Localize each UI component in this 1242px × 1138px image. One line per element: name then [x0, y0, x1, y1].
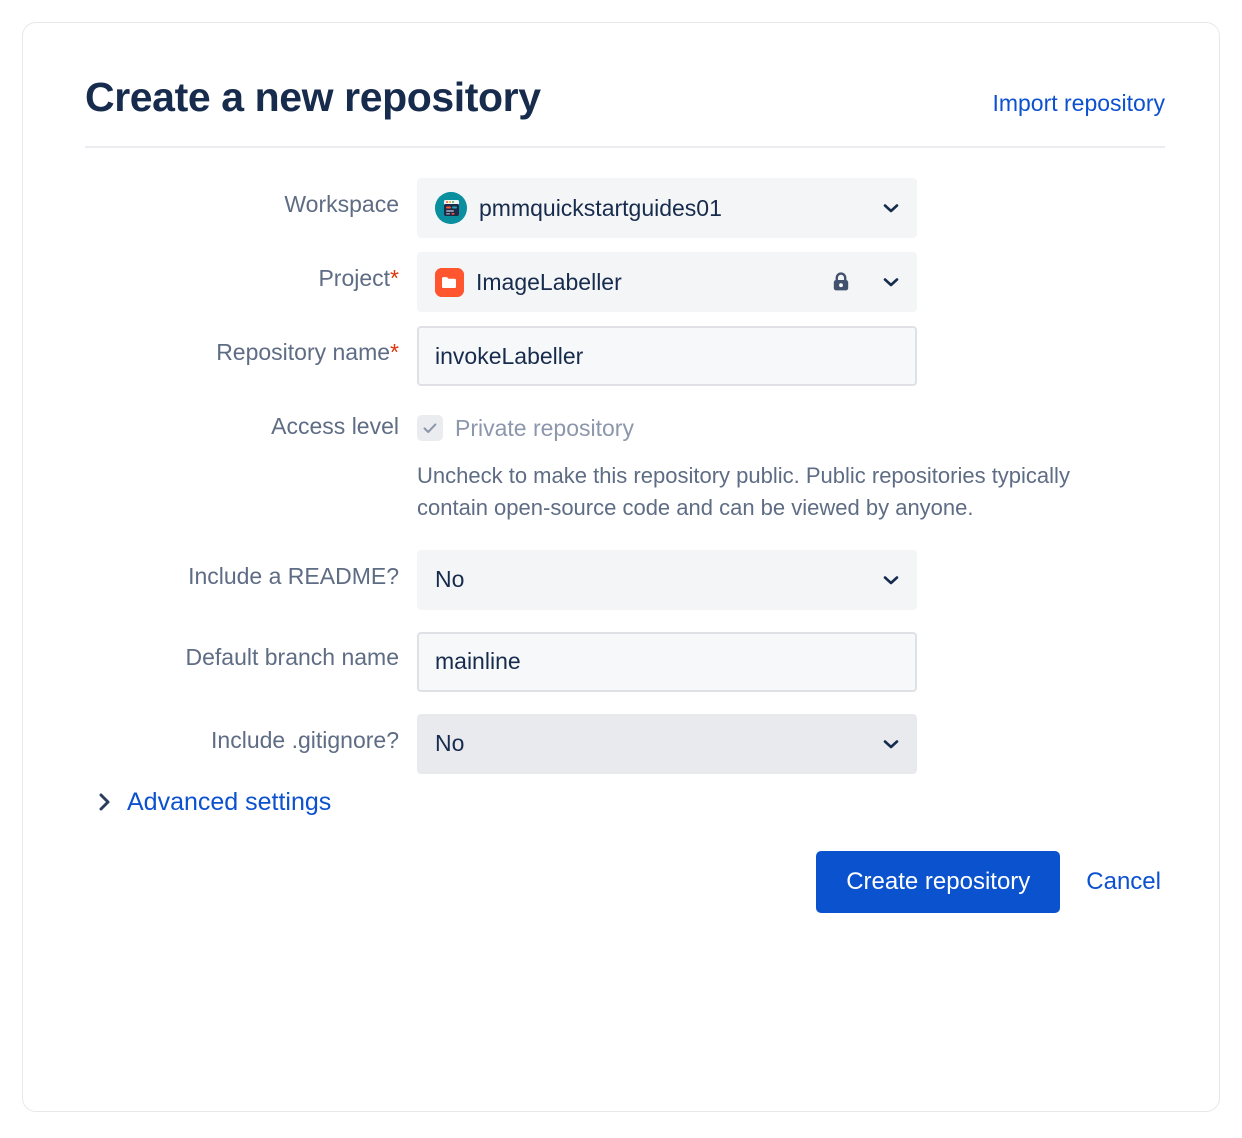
workspace-select[interactable]: pmmquickstartguides01 [417, 178, 917, 239]
include-gitignore-value: No [435, 730, 465, 757]
checkmark-icon [423, 423, 437, 434]
include-readme-value: No [435, 566, 465, 593]
repository-name-required-asterisk: * [390, 339, 399, 366]
form-row-include-readme: Include a README? No [85, 549, 1165, 610]
project-label: Project* [85, 252, 417, 293]
default-branch-label: Default branch name [185, 643, 399, 670]
form-row-project: Project* ImageLabeller [85, 252, 1165, 313]
workspace-avatar-icon [435, 192, 467, 225]
form-row-access-level: Access level Private repository Uncheck … [85, 400, 1165, 524]
project-select[interactable]: ImageLabeller [417, 252, 917, 313]
page-title: Create a new repository [85, 74, 541, 120]
include-readme-label: Include a README? [188, 562, 399, 589]
project-value: ImageLabeller [476, 268, 622, 295]
cancel-button[interactable]: Cancel [1082, 868, 1165, 896]
private-repository-checkbox-row[interactable]: Private repository [417, 400, 1165, 446]
form-row-include-gitignore: Include .gitignore? No [85, 713, 1165, 774]
chevron-down-icon [883, 278, 899, 287]
repository-name-label: Repository name* [85, 326, 417, 367]
chevron-down-icon [883, 204, 899, 213]
form-row-workspace: Workspace [85, 178, 1165, 239]
project-label-text: Project [318, 265, 391, 292]
advanced-settings-toggle[interactable]: Advanced settings [97, 788, 331, 817]
chevron-down-icon [883, 740, 899, 749]
repository-name-input[interactable] [417, 326, 917, 387]
access-level-label: Access level [271, 413, 399, 440]
default-branch-input[interactable] [417, 631, 917, 692]
project-required-asterisk: * [390, 265, 399, 292]
chevron-right-icon [99, 793, 110, 811]
create-repository-button[interactable]: Create repository [816, 850, 1061, 913]
form-row-repository-name: Repository name* [85, 326, 1165, 387]
chevron-down-icon [883, 576, 899, 585]
private-repository-checkbox-label: Private repository [455, 414, 634, 441]
include-gitignore-label: Include .gitignore? [211, 726, 399, 753]
access-level-help-text: Uncheck to make this repository public. … [417, 463, 1070, 520]
lock-icon [833, 272, 849, 291]
include-readme-select[interactable]: No [417, 549, 917, 610]
workspace-label: Workspace [284, 191, 399, 218]
create-repository-card: Create a new repository Import repositor… [22, 22, 1220, 1112]
card-header: Create a new repository Import repositor… [85, 74, 1165, 149]
create-repository-form: Workspace [85, 178, 1165, 817]
form-actions: Create repository Cancel [85, 850, 1165, 913]
repository-name-label-text: Repository name [216, 339, 391, 366]
form-row-default-branch: Default branch name [85, 631, 1165, 692]
advanced-settings-label: Advanced settings [127, 787, 332, 816]
project-folder-icon [435, 267, 464, 297]
include-gitignore-select[interactable]: No [417, 713, 917, 774]
import-repository-link[interactable]: Import repository [992, 90, 1165, 116]
workspace-value: pmmquickstartguides01 [479, 194, 722, 221]
private-repository-checkbox [417, 415, 443, 442]
